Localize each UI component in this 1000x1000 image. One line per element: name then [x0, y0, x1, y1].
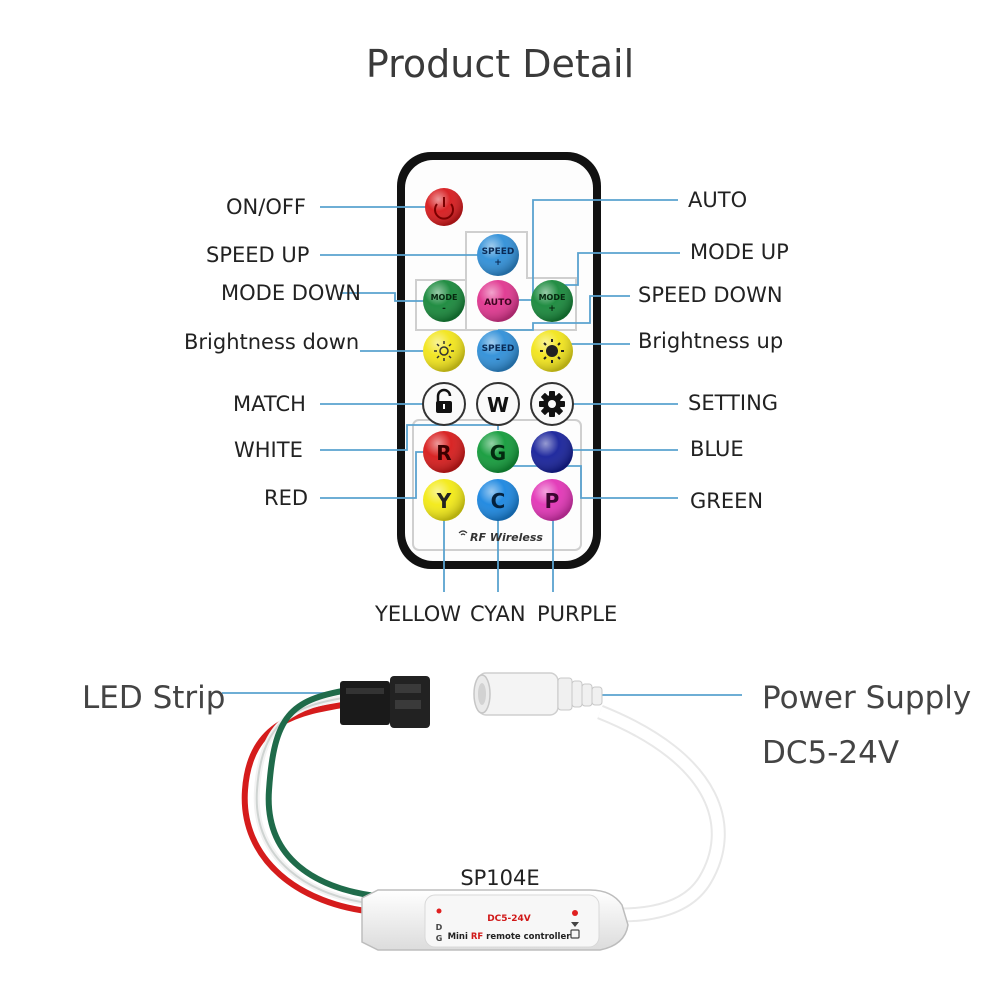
- label-setting: SETTING: [688, 391, 779, 415]
- blue-button[interactable]: [531, 431, 573, 473]
- label-purple: PURPLE: [537, 602, 618, 626]
- label-cyan: CYAN: [470, 602, 526, 626]
- label-brightness-up: Brightness up: [638, 329, 784, 353]
- red-button[interactable]: R: [423, 431, 465, 473]
- button-zone-top: [415, 231, 577, 331]
- mode-down-line1: MODE: [431, 293, 458, 302]
- auto-btn-text: AUTO: [484, 298, 512, 308]
- speed-up-line2: +: [494, 258, 502, 268]
- label-white: WHITE: [234, 438, 303, 462]
- indicator-led: [436, 908, 442, 914]
- power-cable: [597, 706, 724, 921]
- match-button[interactable]: [422, 382, 466, 426]
- brightness-up-button[interactable]: [531, 330, 573, 372]
- label-mode-down: MODE DOWN: [221, 281, 361, 305]
- speed-down-line1: SPEED: [482, 344, 515, 354]
- speed-down-line2: -: [496, 354, 500, 365]
- green-button[interactable]: G: [477, 431, 519, 473]
- label-red: RED: [264, 486, 309, 510]
- label-speed-down: SPEED DOWN: [638, 283, 783, 307]
- speed-down-button[interactable]: SPEED -: [477, 330, 519, 372]
- controller-label-area: [424, 894, 600, 948]
- label-brightness-down: Brightness down: [184, 330, 360, 354]
- wifi-icon: [458, 530, 468, 536]
- label-mode-up: MODE UP: [690, 240, 789, 264]
- label-match: MATCH: [233, 392, 306, 416]
- label-voltage: DC5-24V: [762, 735, 900, 771]
- cyan-button[interactable]: C: [477, 479, 519, 521]
- g-btn-text: G: [490, 441, 506, 465]
- onoff-button[interactable]: [425, 188, 463, 226]
- w-button[interactable]: W: [476, 382, 520, 426]
- auto-button[interactable]: AUTO: [477, 280, 519, 322]
- label-on-off: ON/OFF: [226, 195, 307, 219]
- body-desc-text: Mini RF remote controller: [448, 932, 572, 942]
- label-blue: BLUE: [690, 437, 744, 461]
- c-btn-text: C: [491, 489, 506, 513]
- mode-up-line1: MODE: [539, 293, 566, 302]
- label-power-supply: Power Supply: [762, 680, 972, 716]
- remote-buttons: SPEED + MODE - AUTO MODE +: [422, 188, 574, 544]
- purple-button[interactable]: P: [531, 479, 573, 521]
- p-btn-text: P: [545, 489, 560, 513]
- r-btn-text: R: [436, 441, 451, 465]
- label-auto: AUTO: [688, 188, 748, 212]
- body-desc-rf: RF: [471, 932, 484, 942]
- label-yellow: YELLOW: [375, 602, 462, 626]
- mode-down-button[interactable]: MODE -: [423, 280, 465, 322]
- label-speed-up: SPEED UP: [206, 243, 310, 267]
- dc-power-jack: [473, 672, 603, 716]
- wire-green: [265, 687, 376, 899]
- label-model: SP104E: [460, 866, 540, 890]
- setting-button[interactable]: [530, 382, 574, 426]
- y-btn-text: Y: [436, 489, 452, 513]
- rf-footer-text: RF Wireless: [470, 531, 543, 544]
- rf-wireless-footer: RF Wireless: [458, 530, 543, 544]
- speed-up-button[interactable]: SPEED +: [477, 234, 519, 276]
- mode-down-line2: -: [442, 304, 446, 314]
- brightness-down-button[interactable]: [423, 330, 465, 372]
- speed-up-line1: SPEED: [482, 247, 515, 257]
- label-green: GREEN: [690, 489, 764, 513]
- pin-g-text: G: [436, 934, 443, 943]
- body-desc-a: Mini: [448, 932, 471, 942]
- sp104e-controller: D G DC5-24V Mini RF remote controller: [241, 672, 726, 951]
- led-strip-connector: [340, 676, 430, 728]
- wire-red: [241, 701, 376, 915]
- mode-up-button[interactable]: MODE +: [531, 280, 573, 322]
- mode-up-line2: +: [548, 304, 556, 314]
- w-btn-text: W: [487, 393, 509, 417]
- body-voltage-text: DC5-24V: [487, 914, 531, 924]
- body-desc-b: remote controller: [483, 932, 571, 942]
- label-led-strip: LED Strip: [82, 680, 226, 716]
- power-led: [572, 910, 578, 916]
- ground-icon: [570, 929, 580, 939]
- yellow-button[interactable]: Y: [423, 479, 465, 521]
- page-title: Product Detail: [365, 42, 635, 86]
- down-arrow-icon: [571, 922, 579, 927]
- pin-d-text: D: [436, 923, 443, 932]
- wire-white-edge: [255, 696, 376, 905]
